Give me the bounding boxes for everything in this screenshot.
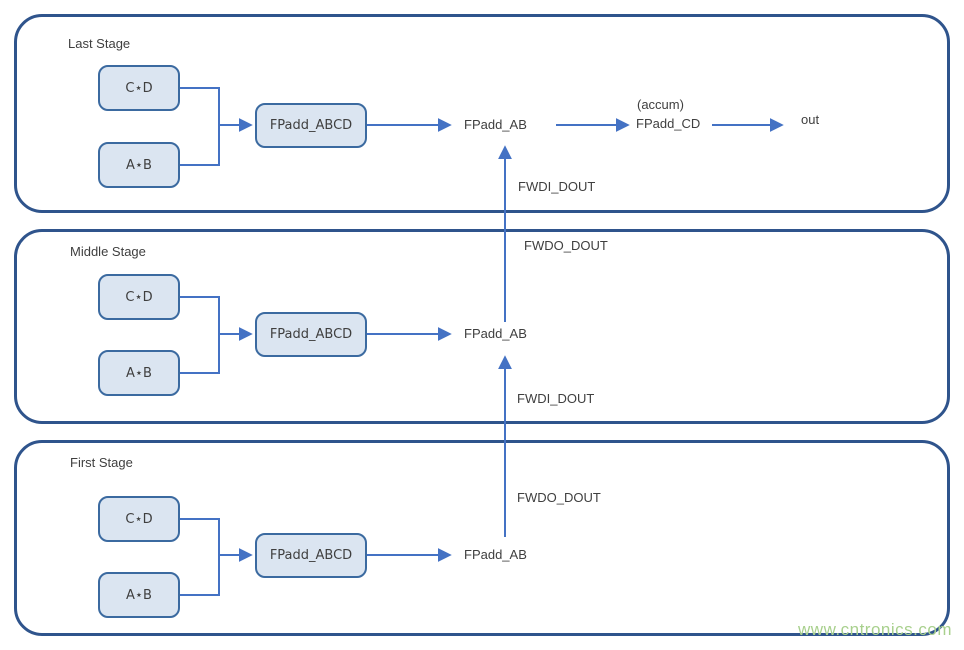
fwdo-dout-label-first: FWDO_DOUT (517, 490, 601, 505)
fpadd-abcd-box-middle: FPadd_ABCD (255, 312, 367, 357)
multiply-cd-box-first: C⋆D (98, 496, 180, 542)
stage-title-last: Last Stage (68, 36, 131, 51)
watermark: www.cntronics.com (798, 620, 952, 639)
fpadd-ab-node-first: FPadd_AB (464, 547, 527, 562)
multiply-cd-box-last: C⋆D (98, 65, 180, 111)
multiply-ab-box-last: A⋆B (98, 142, 180, 188)
fpadd-cd-node: FPadd_CD (636, 116, 701, 131)
fpadd-ab-node-middle: FPadd_AB (464, 326, 527, 341)
fpadd-abcd-box-last: FPadd_ABCD (255, 103, 367, 148)
out-node: out (801, 112, 820, 127)
accum-note: (accum) (637, 97, 684, 112)
fpadd-abcd-box-first: FPadd_ABCD (255, 533, 367, 578)
fpadd-ab-node-last: FPadd_AB (464, 117, 527, 132)
multiply-ab-box-middle: A⋆B (98, 350, 180, 396)
multiply-cd-box-middle: C⋆D (98, 274, 180, 320)
stage-title-first: First Stage (70, 455, 133, 470)
stage-title-middle: Middle Stage (70, 244, 146, 259)
fwdi-dout-label-last: FWDI_DOUT (518, 179, 596, 194)
fwdo-dout-label-middle: FWDO_DOUT (524, 238, 608, 253)
multiply-ab-box-first: A⋆B (98, 572, 180, 618)
fwdi-dout-label-middle: FWDI_DOUT (517, 391, 595, 406)
